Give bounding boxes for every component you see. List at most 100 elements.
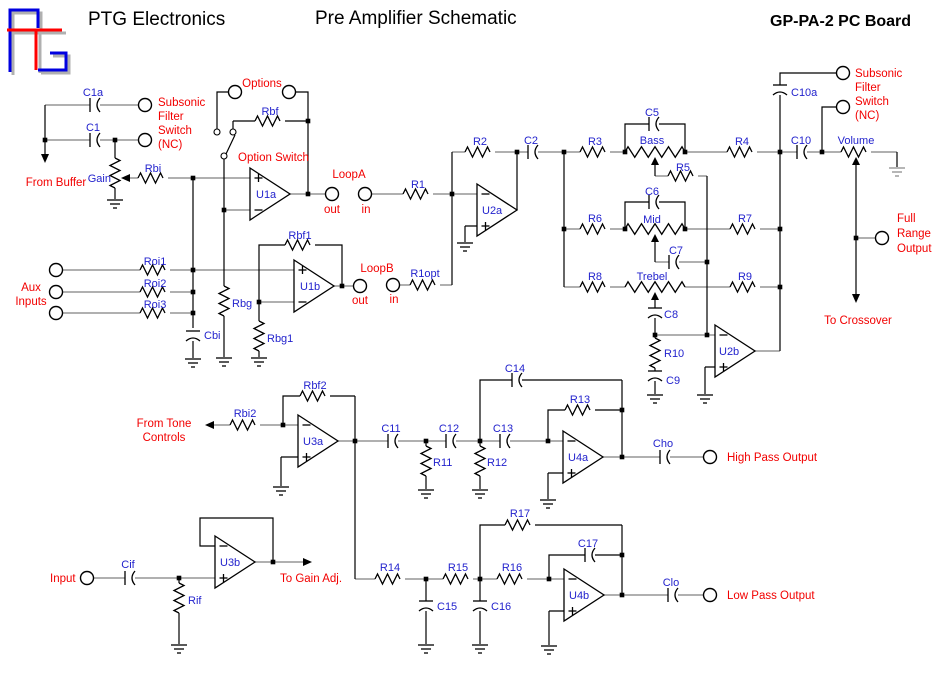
pot-gain [109, 157, 121, 189]
label-c1: C1 [86, 122, 100, 134]
resistor-r4 [726, 146, 753, 158]
label-r3: R3 [588, 136, 602, 148]
terminal-input [79, 570, 95, 586]
label-gain: Gain [88, 173, 111, 185]
ground-u4a [539, 499, 557, 509]
pot-trebel [624, 281, 686, 293]
label-from-buffer: From Buffer [26, 177, 87, 189]
resistor-r11 [420, 445, 432, 477]
cap-cbi [185, 330, 201, 342]
label-loopb-in: in [390, 294, 399, 306]
resistor-r6 [579, 223, 606, 235]
label-r16: R16 [502, 562, 522, 574]
terminal-loopb-in [385, 277, 401, 293]
resistor-r13 [564, 404, 591, 416]
cap-c14 [511, 372, 523, 388]
label-subsonic-right-3: Switch [855, 96, 889, 108]
label-r15: R15 [448, 562, 468, 574]
label-from-tone-1: From Tone [137, 418, 192, 430]
resistor-r17 [504, 519, 531, 531]
ground-cbi [184, 358, 202, 368]
bass-wiper-arrow-icon [651, 157, 659, 165]
label-full-range-2: Range [897, 228, 931, 240]
terminal-aux3 [48, 305, 64, 321]
label-clo: Clo [663, 577, 680, 589]
label-c14: C14 [505, 363, 525, 375]
label-r10: R10 [664, 348, 684, 360]
ground-rbg [215, 357, 233, 367]
label-rbf1: Rbf1 [288, 230, 311, 242]
label-c2: C2 [524, 135, 538, 147]
label-c9: C9 [666, 375, 680, 387]
label-u2b: U2b [719, 346, 739, 358]
label-bass: Bass [640, 135, 665, 147]
label-c8: C8 [664, 309, 678, 321]
resistor-r10 [649, 337, 661, 369]
signal-wires [45, 104, 897, 596]
label-c10: C10 [791, 135, 811, 147]
label-trebel: Trebel [637, 271, 668, 283]
annotation-labels: Subsonic Filter Switch (NC) From Buffer … [15, 68, 932, 602]
label-subsonic-left-3: Switch [158, 125, 192, 137]
label-roi1: Roi1 [144, 256, 167, 268]
ground-r11 [417, 489, 435, 499]
label-option-switch: Option Switch [238, 152, 309, 164]
pot-volume [840, 146, 867, 158]
label-mid: Mid [643, 214, 661, 226]
label-cif: Cif [121, 559, 135, 571]
pot-bass [624, 146, 686, 158]
terminal-low-pass [702, 587, 718, 603]
resistor-rbf2 [299, 390, 326, 402]
ground-c9 [646, 394, 664, 404]
cap-cif [124, 570, 136, 586]
label-u1b: U1b [300, 281, 320, 293]
cap-c1 [89, 132, 101, 148]
resistor-r7 [729, 223, 756, 235]
resistor-r2 [464, 146, 491, 158]
label-c16: C16 [491, 601, 511, 613]
label-c12: C12 [439, 423, 459, 435]
label-u4b: U4b [569, 590, 589, 602]
from-tone-arrow-icon [205, 421, 214, 429]
label-r6: R6 [588, 213, 602, 225]
label-loopb-out: out [352, 295, 369, 307]
cap-cho [659, 449, 671, 465]
label-subsonic-left-1: Subsonic [158, 97, 206, 109]
cap-c16 [472, 600, 488, 612]
label-options: Options [242, 78, 282, 90]
label-cbi: Cbi [204, 330, 221, 342]
label-to-crossover: To Crossover [824, 315, 892, 327]
label-c6: C6 [645, 186, 659, 198]
ground-volume [888, 167, 906, 177]
label-aux-1: Aux [21, 282, 41, 294]
mid-wiper-arrow-icon [651, 234, 659, 242]
switch-contact-a [213, 128, 221, 136]
cap-c11 [387, 433, 399, 449]
switch-contact-b [229, 128, 237, 136]
label-cho: Cho [653, 438, 673, 450]
ground-c16 [471, 644, 489, 654]
label-to-gain: To Gain Adj. [280, 573, 342, 585]
terminal-options-b [281, 84, 297, 100]
label-r5: R5 [676, 162, 690, 174]
label-r4: R4 [735, 136, 749, 148]
resistor-r16 [496, 573, 523, 585]
ground-u3a [272, 486, 290, 496]
terminal-loopb-out [352, 278, 368, 294]
cap-c17 [584, 547, 596, 563]
component-labels: C1a C1 Gain Rbi Rbf Rbf1 Rbg Rbg1 Cbi Ro… [83, 87, 874, 613]
label-u3a: U3a [303, 436, 324, 448]
terminal-loopa-in [357, 186, 373, 202]
ground-u2b [696, 394, 714, 404]
label-r13: R13 [570, 394, 590, 406]
cap-c12 [445, 433, 457, 449]
label-from-tone-2: Controls [143, 432, 186, 444]
label-u2a: U2a [482, 205, 503, 217]
label-u3b: U3b [220, 557, 240, 569]
ground-r12 [471, 489, 489, 499]
label-loopa-in: in [362, 204, 371, 216]
label-r7: R7 [738, 213, 752, 225]
label-r1: R1 [411, 179, 425, 191]
